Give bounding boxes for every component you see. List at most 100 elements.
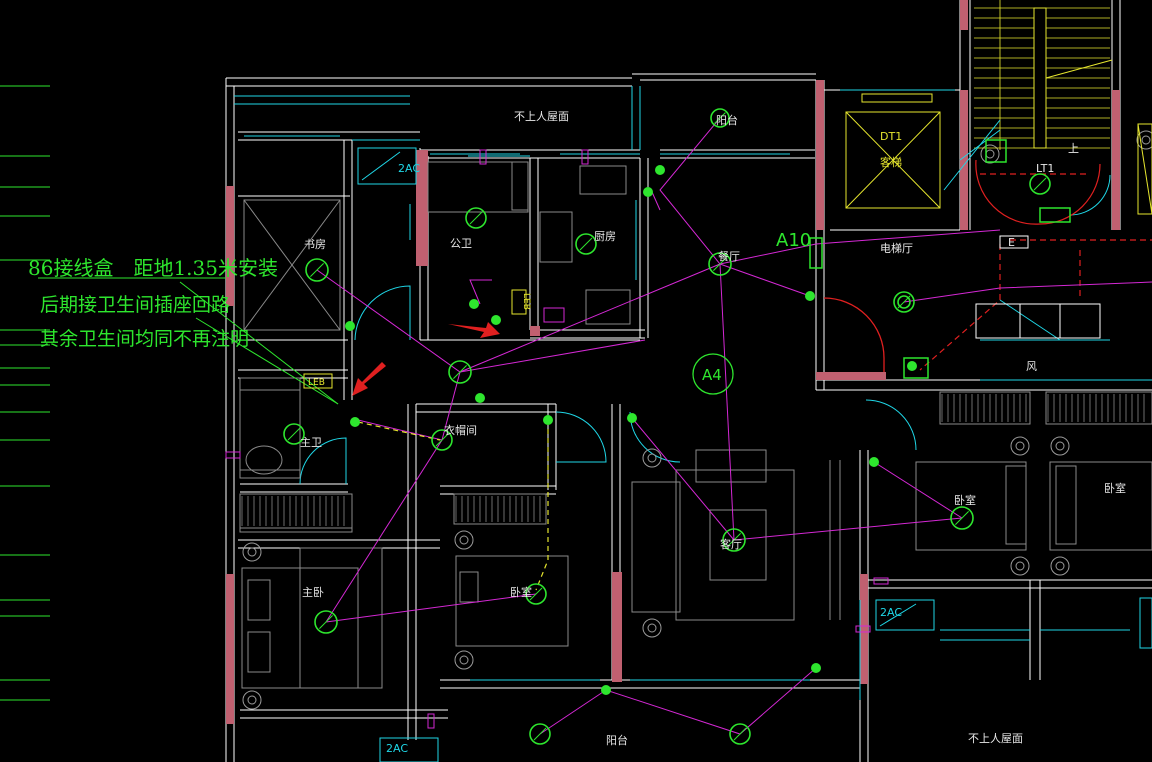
doors xyxy=(299,174,1111,485)
junction-dot xyxy=(805,291,815,301)
junction-dot xyxy=(907,361,917,371)
light-fixture-stroke xyxy=(287,427,301,441)
light-fixture-stroke xyxy=(713,257,727,271)
cyan-wires xyxy=(943,119,1061,341)
wall-fills xyxy=(226,0,1120,724)
ac-strips xyxy=(239,391,1152,529)
label-balcony-top: 阳台 xyxy=(716,113,738,127)
lift-call-box xyxy=(985,139,1007,163)
windows xyxy=(234,86,1152,700)
light-fixture-ring xyxy=(722,528,746,552)
junction-dot xyxy=(475,393,485,403)
junction-dot xyxy=(543,415,553,425)
unit-tag: A4 xyxy=(702,366,722,384)
junction-dot xyxy=(869,457,879,467)
socket-core xyxy=(647,453,657,463)
light-fixture-ring xyxy=(314,610,338,634)
wall-boxes xyxy=(225,149,889,729)
socket-ring xyxy=(242,542,262,562)
margin-ticks xyxy=(0,85,50,701)
label-second-bed: 卧室 xyxy=(510,585,532,599)
socket-ring xyxy=(1010,556,1030,576)
socket-core xyxy=(247,695,257,705)
light-fixture-ring xyxy=(1029,173,1051,195)
socket-core xyxy=(1015,561,1025,571)
light-fixture-stroke xyxy=(319,615,333,629)
label-bedroom-r2: 卧室 xyxy=(1104,481,1126,495)
ac-units xyxy=(357,147,1152,762)
ac-label-1: 2AC xyxy=(880,606,902,619)
light-fixture-ring xyxy=(525,583,547,605)
light-fixtures xyxy=(283,108,1051,745)
junction-dot xyxy=(491,315,501,325)
junction-dot xyxy=(469,299,479,309)
label-lift-sub: 客梯 xyxy=(880,155,902,169)
label-roof-top: 不上人屋面 xyxy=(514,110,569,123)
light-fixture-ring xyxy=(305,258,329,282)
light-fixture-ring xyxy=(729,723,751,745)
label-fan: 风 xyxy=(1026,360,1037,373)
light-fixture-ring xyxy=(950,506,974,530)
junction-dot xyxy=(627,413,637,423)
socket-core xyxy=(1055,561,1065,571)
label-lift-hall: 电梯厅 xyxy=(880,242,913,255)
leader-lines xyxy=(38,277,339,405)
switch-panel xyxy=(975,303,1101,339)
junction-dot xyxy=(601,685,611,695)
light-fixture-ring xyxy=(893,291,915,313)
socket-symbols xyxy=(242,130,1152,710)
junction-dots xyxy=(345,165,917,695)
annotation-line-3: 其余卫生间均同不再注明 xyxy=(40,328,250,350)
label-balcony-bottom: 阳台 xyxy=(606,733,628,747)
light-fixture-stroke xyxy=(453,365,467,379)
annotation-line-2: 后期接卫生间插座回路 xyxy=(40,294,231,316)
a10-box xyxy=(809,237,823,269)
socket-ring xyxy=(454,650,474,670)
unit-tag-circle xyxy=(692,353,734,395)
stair-treads xyxy=(974,0,1110,150)
socket-ring xyxy=(642,448,662,468)
label-public-wc: 公卫 xyxy=(450,237,472,250)
ac-label-2: 2AC xyxy=(386,742,408,755)
socket-core xyxy=(247,547,257,557)
fan-box xyxy=(903,357,929,379)
light-fixture-ring xyxy=(448,360,472,384)
socket-ring xyxy=(980,144,1000,164)
socket-ring xyxy=(1050,556,1070,576)
light-fixture-inner xyxy=(897,295,911,309)
wiring xyxy=(316,117,1152,735)
socket-ring xyxy=(1136,130,1152,150)
light-fixture-stroke xyxy=(435,433,449,447)
socket-ring xyxy=(1050,436,1070,456)
light-fixture-ring xyxy=(431,429,453,451)
socket-ring xyxy=(642,618,662,638)
light-fixture-ring xyxy=(710,108,730,128)
socket-core xyxy=(1141,135,1151,145)
label-dining: 餐厅 xyxy=(718,249,740,263)
lift-door-arc xyxy=(823,297,885,372)
light-fixture-ring xyxy=(283,423,305,445)
leb-label-1: LEB xyxy=(308,378,325,388)
ac-label-3: 2AC xyxy=(398,162,420,175)
light-fixture-ring xyxy=(708,252,732,276)
junction-dot xyxy=(345,321,355,331)
socket-core xyxy=(985,149,995,159)
stair-well xyxy=(1033,7,1113,149)
label-lift-name: DT1 xyxy=(880,130,902,143)
label-master-bed: 主卧 xyxy=(302,586,324,599)
socket-core xyxy=(459,535,469,545)
light-fixture-stroke xyxy=(727,533,741,547)
a10-tag: A10 xyxy=(776,230,811,251)
furniture xyxy=(239,161,1152,689)
light-fixture-stroke xyxy=(533,727,547,741)
label-living: 客厅 xyxy=(720,537,742,551)
junction-dot xyxy=(655,165,665,175)
label-lt1: LT1 xyxy=(1036,162,1054,175)
junction-dot xyxy=(350,417,360,427)
light-fixture-stroke xyxy=(579,237,593,251)
leb-boxes xyxy=(303,235,1029,389)
light-fixture-ring xyxy=(575,233,597,255)
stair-curve xyxy=(975,159,1101,225)
junction-dot xyxy=(811,663,821,673)
